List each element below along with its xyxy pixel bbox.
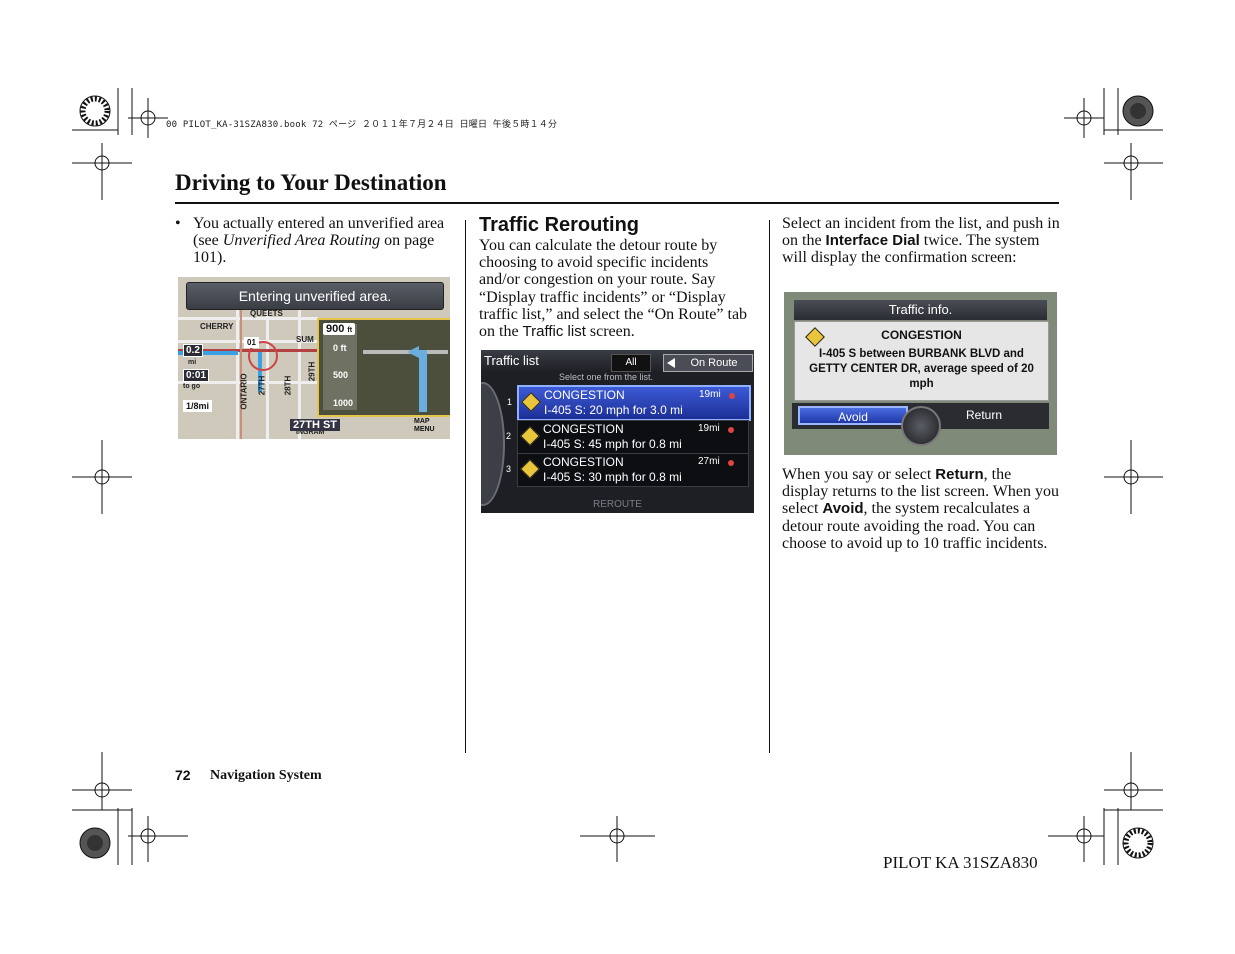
section-title: Driving to Your Destination xyxy=(175,170,447,195)
unverified-area-map-screen: Entering unverified area. CHERRY QUEETS … xyxy=(178,277,450,439)
street-label: QUEETS xyxy=(250,309,283,318)
time-value: 0:01 xyxy=(183,369,210,382)
street-label: 28TH xyxy=(283,375,293,396)
select-incident-paragraph: Select an incident from the list, and pu… xyxy=(782,215,1060,267)
column-divider-1 xyxy=(465,220,466,753)
document-code: PILOT KA 31SZA830 xyxy=(883,853,1038,872)
info-heading: CONGESTION xyxy=(881,328,962,342)
congestion-icon xyxy=(520,426,540,446)
footer-label: Navigation System xyxy=(210,768,322,783)
page-number: 72 xyxy=(175,767,191,783)
map-scale: 1/8mi xyxy=(183,400,213,412)
bullet-item: • You actually entered an unverified are… xyxy=(175,215,455,267)
map-menu-button[interactable]: MAP MENU xyxy=(414,418,435,433)
traffic-row[interactable]: 2 CONGESTION I-405 S: 45 mph for 0.8 mi … xyxy=(506,420,749,454)
route-shield: 01 xyxy=(244,337,259,348)
ui-term: Return xyxy=(935,466,984,483)
bullet-text-after: on page 101). xyxy=(193,232,435,267)
cross-reference: Unverified Area Routing xyxy=(222,232,381,250)
street-label: 27TH xyxy=(257,375,267,396)
reroute-button[interactable]: REROUTE xyxy=(593,499,642,510)
interface-dial-graphic xyxy=(901,406,941,446)
column-divider-2 xyxy=(769,220,770,753)
return-button[interactable]: Return xyxy=(965,408,1003,422)
inset-distance: 900 ft xyxy=(323,323,356,335)
title-rule xyxy=(175,202,1059,204)
ui-term: Interface Dial xyxy=(825,232,920,250)
traffic-info-title: Traffic info. xyxy=(794,300,1047,320)
direction-icon xyxy=(728,427,734,433)
file-info-header: 00 PILOT_KA-31SZA830.book 72 ページ ２０１１年７月… xyxy=(166,120,558,130)
tab-all[interactable]: All xyxy=(611,354,651,372)
street-label: 29TH xyxy=(307,361,317,382)
traffic-info-screen: Traffic info. CONGESTION I-405 S between… xyxy=(784,292,1057,455)
street-label: ONTARIO xyxy=(239,373,249,410)
avoid-button[interactable]: Avoid xyxy=(798,406,908,425)
distance-value: 0.2 xyxy=(183,344,203,357)
inset-scale-0: 0 ft xyxy=(333,343,347,353)
rerouting-paragraph: You can calculate the detour route by ch… xyxy=(479,237,748,341)
return-avoid-paragraph: When you say or select Return, the displ… xyxy=(782,466,1059,552)
congestion-icon xyxy=(521,392,541,412)
ui-term: Avoid xyxy=(822,500,864,518)
route-arrow-icon xyxy=(407,346,419,358)
info-message: I-405 S between BURBANK BLVD and GETTY C… xyxy=(809,348,1034,390)
ui-term: Traffic list xyxy=(522,323,586,341)
direction-icon xyxy=(728,460,734,466)
street-label: INGRAM xyxy=(296,429,325,436)
intersection-inset: 900 ft 0 ft 500 1000 xyxy=(317,318,450,417)
current-street: 27TH ST xyxy=(290,419,341,431)
time-label: to go xyxy=(183,383,201,390)
map-banner: Entering unverified area. xyxy=(186,282,444,310)
bullet-text-before: You actually entered an unverified area … xyxy=(193,215,445,250)
bullet: • xyxy=(175,215,181,232)
street-label: SUM xyxy=(296,335,314,344)
subsection-title: Traffic Rerouting xyxy=(479,214,640,236)
interface-dial-graphic xyxy=(481,382,505,506)
traffic-list-screen: Traffic list All On Route Select one fro… xyxy=(481,350,754,513)
tab-arrow-icon xyxy=(667,358,675,368)
street-label: CHERRY xyxy=(200,322,234,331)
congestion-icon xyxy=(520,459,540,479)
inset-scale-500: 500 xyxy=(333,370,349,380)
inset-scale-1000: 1000 xyxy=(333,398,354,408)
list-hint: Select one from the list. xyxy=(559,372,654,382)
traffic-row[interactable]: 3 CONGESTION I-405 S: 30 mph for 0.8 mi … xyxy=(506,453,749,487)
traffic-row[interactable]: 1 CONGESTION I-405 S: 20 mph for 3.0 mi … xyxy=(507,385,751,421)
direction-icon xyxy=(729,393,735,399)
distance-unit: mi xyxy=(188,359,197,366)
tab-on-route[interactable]: On Route xyxy=(663,354,753,372)
traffic-info-card: CONGESTION I-405 S between BURBANK BLVD … xyxy=(794,321,1049,401)
traffic-list-title: Traffic list xyxy=(484,353,539,368)
